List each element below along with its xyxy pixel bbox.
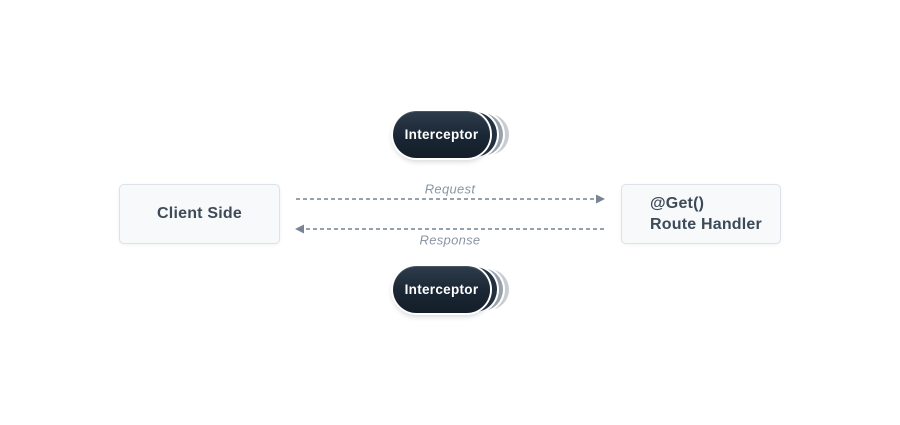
- request-label: Request: [424, 181, 476, 197]
- request-arrowhead-icon: [596, 194, 605, 204]
- route-handler-box: @Get() Route Handler: [621, 184, 781, 244]
- interceptor-top-group: Interceptor: [393, 111, 509, 158]
- client-side-label: Client Side: [157, 205, 242, 222]
- interceptor-top-label: Interceptor: [404, 127, 479, 142]
- interceptor-bottom-group: Interceptor: [393, 266, 509, 313]
- interceptor-bottom-label: Interceptor: [404, 282, 479, 297]
- response-arrowhead-icon: [295, 224, 304, 234]
- route-handler-label: Route Handler: [650, 216, 762, 233]
- interceptor-bottom-pill: Interceptor: [393, 266, 490, 313]
- interceptor-top-pill: Interceptor: [393, 111, 490, 158]
- client-side-box: Client Side: [119, 184, 280, 244]
- route-handler-decorator-label: @Get(): [650, 195, 705, 212]
- response-label: Response: [419, 232, 481, 248]
